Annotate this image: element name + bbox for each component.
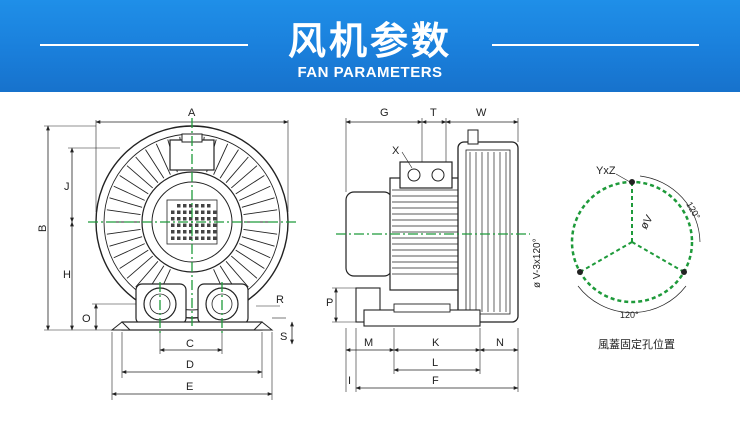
dim-t: T: [430, 107, 437, 119]
page-title: 风机参数: [287, 19, 452, 63]
dim-k: K: [432, 337, 440, 349]
dim-s: S: [280, 331, 287, 343]
dim-i: I: [348, 375, 351, 387]
angle-bottom-label: 120°: [620, 310, 639, 320]
header-banner: 风机参数 FAN PARAMETERS: [0, 0, 740, 92]
bolt-circle-label: ø V-3x120°: [532, 238, 543, 288]
dim-o: O: [82, 313, 91, 325]
fan-dimension-drawing: A B J H O C D E R S: [37, 107, 702, 400]
front-labels: A B J H O C D E R S: [37, 107, 287, 393]
dim-h: H: [63, 269, 71, 281]
dim-j: J: [64, 181, 70, 193]
header-rule-right: [492, 44, 699, 46]
dim-m: M: [364, 337, 373, 349]
dim-e: E: [186, 381, 193, 393]
hole-label: YxZ: [596, 165, 616, 177]
dim-n: N: [496, 337, 504, 349]
side-view: [332, 118, 519, 392]
front-centerlines: [88, 118, 296, 336]
dim-p: P: [326, 297, 333, 309]
cover-caption: 風蓋固定孔位置: [598, 337, 675, 351]
dim-g: G: [380, 107, 389, 119]
dim-f: F: [432, 375, 439, 387]
dim-w: W: [476, 107, 487, 119]
dim-b: B: [37, 225, 49, 232]
cover-hole-diagram: YxZ øV 120° 120° 風蓋固定孔位置: [570, 165, 702, 351]
dim-l: L: [432, 357, 438, 369]
diameter-label: øV: [638, 213, 656, 232]
dim-x: X: [392, 145, 400, 157]
side-labels: G T W X P M K N L F I ø V-3x120°: [326, 107, 543, 387]
dim-d: D: [186, 359, 194, 371]
dim-r: R: [276, 294, 284, 306]
dim-a: A: [188, 107, 196, 119]
header-rule-left: [40, 44, 248, 46]
front-view: [44, 120, 294, 400]
dim-c: C: [186, 338, 194, 350]
page-subtitle: FAN PARAMETERS: [297, 64, 443, 81]
